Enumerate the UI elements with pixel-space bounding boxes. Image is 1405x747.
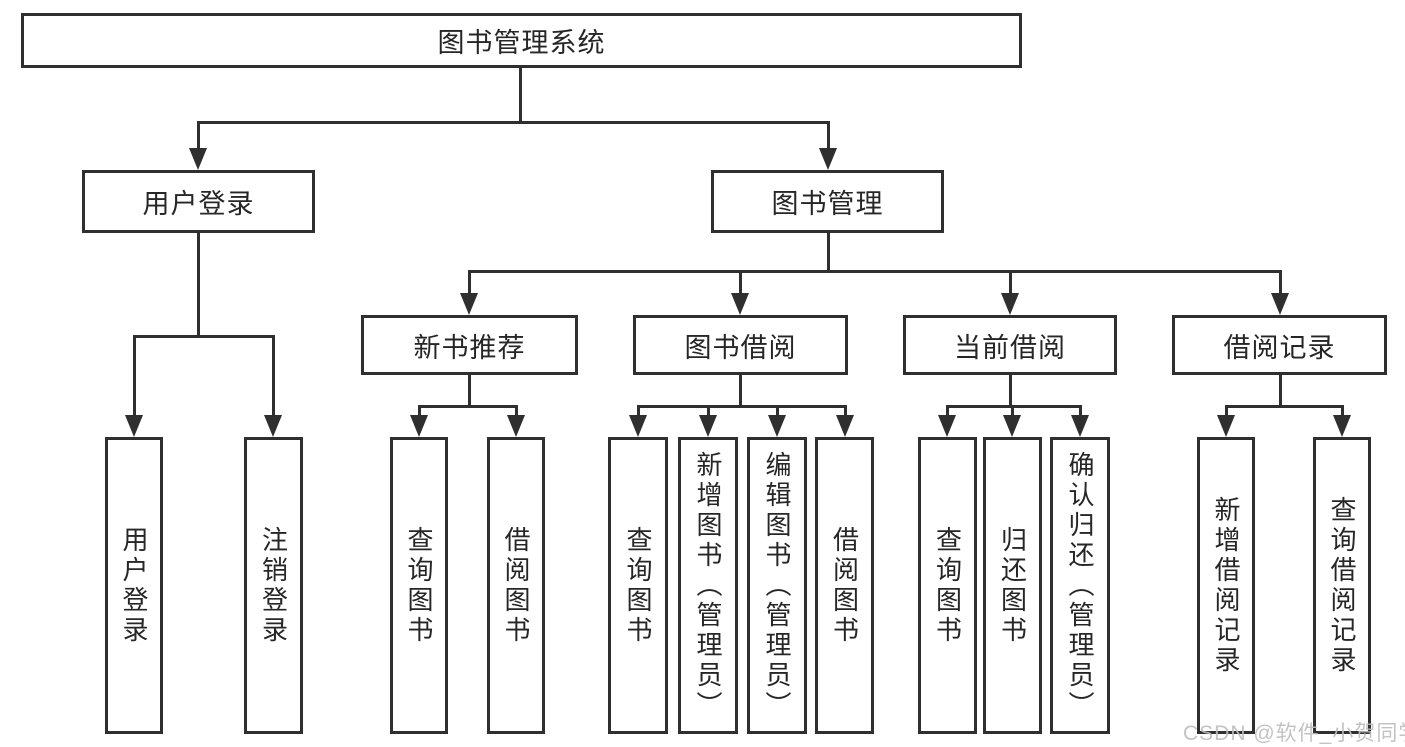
connector-line (1279, 375, 1282, 406)
node-label: 图书管理系统 (437, 28, 606, 58)
connector-line (739, 375, 742, 406)
leaf-label: 新增图书（管理员） (693, 450, 723, 721)
connector-line (418, 405, 421, 416)
leaf-label: 查询图书 (623, 525, 653, 646)
leaf-label: 注销登录 (258, 525, 289, 646)
node-borrowing-records: 借阅记录 (1172, 315, 1387, 375)
leaf-logout: 注销登录 (244, 437, 303, 734)
leaf-borrowing-query-books: 查询图书 (608, 437, 668, 734)
connector-line (946, 405, 949, 416)
leaf-current-confirm-return-admin: 确认归还（管理员） (1050, 437, 1110, 734)
connector-line (827, 121, 830, 149)
connector-line (197, 233, 200, 336)
leaf-user-login: 用户登录 (105, 437, 163, 734)
connector-line (515, 405, 518, 416)
arrow-down-icon (1217, 415, 1235, 437)
connector-line (1079, 405, 1082, 416)
arrow-down-icon (819, 148, 837, 170)
arrow-down-icon (629, 415, 647, 437)
connector-line (468, 270, 1281, 273)
leaf-label: 借阅图书 (829, 525, 860, 646)
node-library-management-system: 图书管理系统 (21, 13, 1022, 68)
connector-line (827, 233, 830, 271)
connector-line (197, 121, 200, 149)
leaf-label: 查询借阅记录 (1327, 495, 1357, 676)
connector-line (197, 121, 830, 124)
connector-line (707, 405, 710, 416)
leaf-recommend-borrow-books: 借阅图书 (487, 437, 545, 734)
arrow-down-icon (699, 415, 717, 437)
connector-line (776, 405, 779, 416)
arrow-down-icon (1003, 415, 1021, 437)
connector-line (272, 335, 275, 416)
leaf-records-add-borrow-record: 新增借阅记录 (1197, 437, 1255, 734)
connector-line (739, 270, 742, 294)
node-book-borrowing: 图书借阅 (633, 315, 848, 375)
connector-line (1341, 405, 1344, 416)
arrow-down-icon (460, 293, 478, 315)
connector-line (1009, 375, 1012, 406)
connector-line (1009, 270, 1012, 294)
arrow-down-icon (189, 148, 207, 170)
connector-line (468, 270, 471, 294)
leaf-records-query-borrow-record: 查询借阅记录 (1313, 437, 1371, 734)
arrow-down-icon (410, 415, 428, 437)
leaf-current-return-books: 归还图书 (983, 437, 1042, 734)
arrow-down-icon (125, 415, 143, 437)
arrow-down-icon (1001, 293, 1019, 315)
node-label: 用户登录 (142, 189, 255, 219)
connector-line (637, 405, 846, 408)
connector-line (1279, 270, 1282, 294)
arrow-down-icon (768, 415, 786, 437)
leaf-borrowing-edit-books-admin: 编辑图书（管理员） (747, 437, 807, 734)
node-user-login: 用户登录 (82, 170, 315, 233)
arrow-down-icon (1333, 415, 1351, 437)
leaf-label: 归还图书 (997, 525, 1028, 646)
leaf-recommend-query-books: 查询图书 (390, 437, 448, 734)
leaf-current-query-books: 查询图书 (918, 437, 977, 734)
node-label: 当前借阅 (954, 332, 1066, 363)
arrow-down-icon (1071, 415, 1089, 437)
leaf-borrowing-borrow-books: 借阅图书 (815, 437, 874, 734)
leaf-label: 借阅图书 (501, 525, 531, 646)
arrow-down-icon (264, 415, 282, 437)
connector-line (133, 335, 136, 416)
connector-line (418, 405, 518, 408)
connector-line (1225, 405, 1228, 416)
arrow-down-icon (836, 415, 854, 437)
node-current-borrowing: 当前借阅 (903, 315, 1117, 375)
arrow-down-icon (731, 293, 749, 315)
connector-line (637, 405, 640, 416)
connector-line (1011, 405, 1014, 416)
connector-line (844, 405, 847, 416)
node-label: 新书推荐 (413, 332, 526, 363)
arrow-down-icon (938, 415, 956, 437)
arrow-down-icon (507, 415, 525, 437)
leaf-label: 查询图书 (932, 525, 963, 646)
node-label: 借阅记录 (1223, 332, 1336, 363)
leaf-borrowing-add-books-admin: 新增图书（管理员） (678, 437, 738, 734)
leaf-label: 新增借阅记录 (1211, 495, 1241, 676)
connector-line (468, 375, 471, 406)
connector-line (1225, 405, 1343, 408)
node-label: 图书管理 (771, 189, 884, 219)
leaf-label: 查询图书 (404, 525, 434, 646)
node-label: 图书借阅 (684, 332, 797, 363)
csdn-watermark: CSDN @软件_小贺同学 (1183, 722, 1405, 745)
connector-line (519, 68, 522, 121)
arrow-down-icon (1271, 293, 1289, 315)
connector-line (133, 335, 275, 338)
node-new-book-recommendation: 新书推荐 (361, 315, 578, 375)
leaf-label: 用户登录 (119, 525, 149, 646)
leaf-label: 编辑图书（管理员） (762, 450, 792, 721)
leaf-label: 确认归还（管理员） (1065, 450, 1095, 721)
node-book-management: 图书管理 (711, 170, 944, 233)
